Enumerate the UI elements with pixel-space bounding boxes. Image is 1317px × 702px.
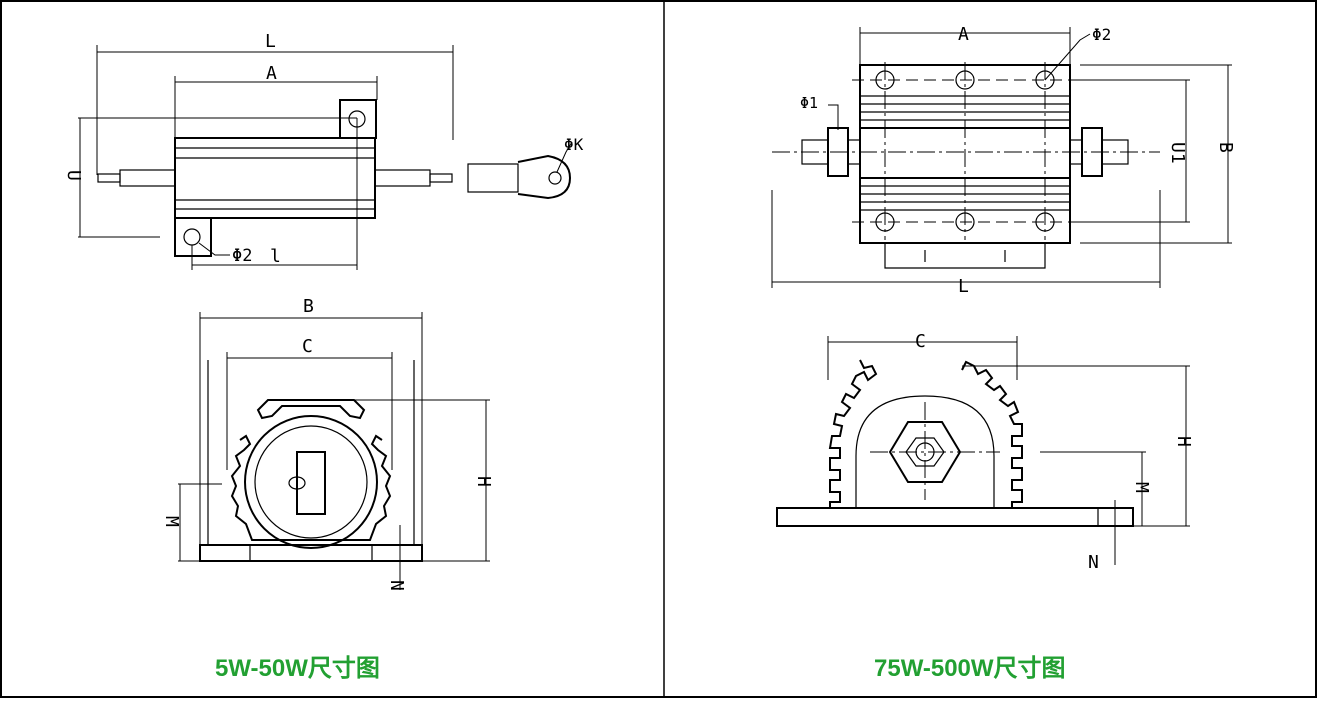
label-phi2-large: Φ2 bbox=[1092, 25, 1111, 44]
label-M: M bbox=[161, 516, 182, 527]
label-U: U bbox=[63, 170, 84, 181]
label-H: H bbox=[473, 476, 494, 487]
label-U1: U1 bbox=[1167, 142, 1188, 164]
label-phiK: ΦK bbox=[564, 135, 584, 154]
small-resistor-top-view: L A U l Φ2 bbox=[63, 31, 584, 270]
large-resistor-end-view: C H M N bbox=[776, 331, 1194, 573]
label-N: N bbox=[386, 580, 407, 591]
label-H-large: H bbox=[1173, 436, 1194, 447]
label-phi2: Φ2 bbox=[232, 246, 252, 266]
label-phi1: Φ1 bbox=[800, 94, 818, 112]
label-L: L bbox=[265, 31, 276, 52]
label-M-large: M bbox=[1131, 482, 1152, 493]
label-L-large: L bbox=[958, 276, 969, 297]
label-A: A bbox=[266, 63, 277, 84]
label-C: C bbox=[302, 336, 313, 357]
caption-small-resistor: 5W-50W尺寸图 bbox=[215, 655, 380, 682]
label-B-large: B bbox=[1215, 142, 1236, 153]
label-C-large: C bbox=[915, 331, 926, 352]
small-resistor-end-view: B C H M N bbox=[161, 296, 494, 591]
label-N-large: N bbox=[1088, 552, 1099, 573]
large-resistor-top-view: A bbox=[771, 24, 1236, 297]
label-A-large: A bbox=[958, 24, 969, 45]
label-B: B bbox=[303, 296, 314, 317]
caption-large-resistor: 75W-500W尺寸图 bbox=[874, 655, 1066, 682]
label-l: l bbox=[270, 246, 281, 267]
